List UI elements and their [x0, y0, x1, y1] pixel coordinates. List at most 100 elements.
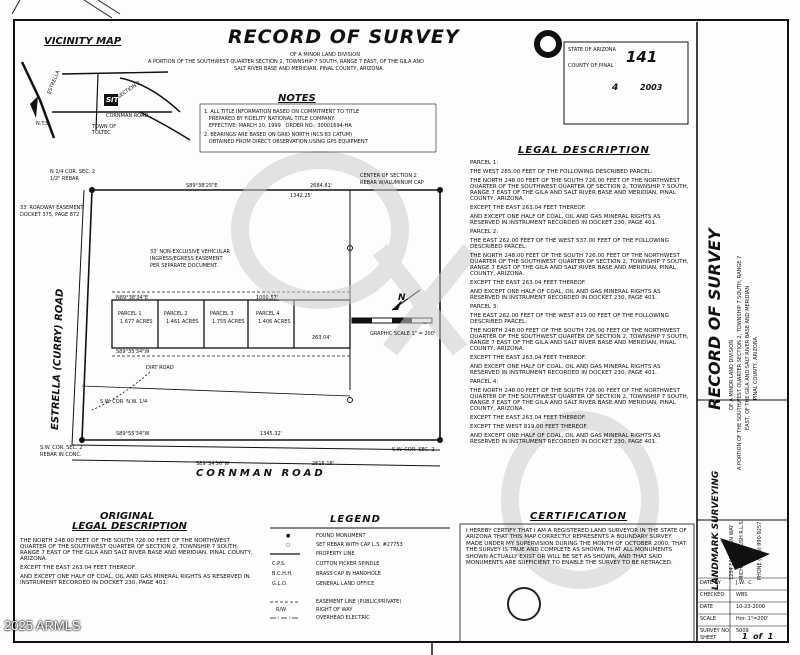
bearing-north: S89°38'25"E [186, 183, 218, 189]
sw-corner-nw-label: S.W. COR. N.W. 1/4 [100, 399, 148, 405]
recorder-mark: 141 [626, 48, 658, 66]
easement-label-2c: PER SEPARATE DOCUMENT. [150, 263, 218, 269]
center-cap-label: REBAR W/ALUMINUM CAP [360, 180, 424, 186]
tb-row-2-key: CHECKED [700, 592, 725, 598]
recorder-state: STATE OF ARIZONA [568, 47, 616, 53]
distance-south-half: 1345.32' [260, 431, 283, 437]
note-line-4: 2. BEARINGS ARE BASED ON GRID NORTH (NCS… [204, 132, 353, 138]
company-logo-icon [720, 538, 770, 570]
legend-sym-1: ● [286, 533, 291, 539]
distance-north-half: 1342.25' [290, 193, 313, 199]
tb-row-4-val: Hor. 1"=200' [736, 616, 769, 622]
legend-item-7: EASEMENT LINE (PUBLIC/PRIVATE) [316, 599, 402, 605]
subtitle-line-1: OF A MINOR LAND DIVISION [290, 52, 360, 58]
legal-p3: THE NORTH 248.00 FEET OF THE SOUTH 726.0… [470, 178, 689, 202]
vicinity-title: VICINITY MAP [44, 36, 122, 47]
vicinity-map [20, 61, 191, 141]
legend-item-4: COTTON PICKER SPINDLE [316, 561, 380, 567]
vicinity-town-label: TOWN OF [92, 124, 117, 130]
company-address: 1234 EAST GRAN WAY [729, 524, 735, 580]
legend-sym-2: ○ [286, 542, 291, 548]
title-block-title: RECORD OF SURVEY [705, 228, 724, 410]
tb-row-2-val: WBS [736, 592, 748, 598]
subtitle-line-2: A PORTION OF THE SOUTHWEST QUARTER SECTI… [148, 59, 424, 65]
bearing-south: S89°34'56"W [196, 461, 230, 467]
vicinity-toltec-label: TOLTEC [92, 130, 111, 136]
legend-sym-4: C.P.S. [272, 561, 286, 567]
title-block-sub2: A PORTION OF THE SOUTHWEST QUARTER SECTI… [737, 255, 743, 470]
parcel-4-acres: 1.406 ACRES [258, 319, 291, 325]
tb-row-5-key: SURVEY NO. [700, 628, 731, 634]
legend-item-1: FOUND MONUMENT [316, 533, 366, 539]
legal-p9: EXCEPT THE EAST 263.04 FEET THEREOF. [470, 280, 586, 286]
legal-p17: THE NORTH 248.00 FEET OF THE SOUTH 726.0… [470, 388, 689, 412]
note-line-2: PREPARED BY FIDELITY NATIONAL TITLE COMP… [204, 116, 335, 122]
nw-corner-label: N 1/4 COR. SEC. 2 [50, 169, 96, 175]
legal-p15: AND EXCEPT ONE HALF OF COAL, OIL AND GAS… [470, 364, 661, 376]
legend-sym-6: G.L.O. [272, 581, 288, 587]
legal-p16: PARCEL 4: [470, 379, 499, 385]
plat-drawing [71, 187, 443, 467]
vicinity-site-label: SITE [106, 96, 124, 104]
bearing-parcel-bottom: S89°35'34"W [116, 349, 150, 355]
parcel-2-acres: 1.461 ACRES [166, 319, 199, 325]
tb-row-3-val: 10-23-2000 [736, 604, 766, 610]
legend-title: LEGEND [330, 514, 381, 525]
legal-p2: THE WEST 285.00 FEET OF THE FOLLOWING DE… [470, 169, 653, 175]
company-name: LANDMARK SURVEYING [711, 470, 721, 590]
legal-p20: AND EXCEPT ONE HALF OF COAL, OIL AND GAS… [470, 433, 661, 445]
center-label: CENTER OF SECTION 2 [360, 173, 417, 179]
sw-rebar-label: REBAR IN CONC. [40, 452, 82, 458]
legal-p12: THE EAST 262.00 FEET OF THE WEST 819.00 … [470, 313, 669, 325]
tb-row-6-key: SHEET [700, 635, 717, 641]
original-legal-description: THE NORTH 248.00 FEET OF THE SOUTH 726.0… [20, 538, 256, 589]
distance-east-exception: 263.04' [312, 335, 331, 341]
legal-p8: THE NORTH 248.00 FEET OF THE SOUTH 726.0… [470, 253, 689, 277]
sw-corner-label: S.W. COR. SEC. 2 [40, 445, 83, 451]
vicinity-nts-label: N.T.S. [36, 121, 51, 127]
certification-title: CERTIFICATION [530, 511, 628, 522]
graphic-scale-label: GRAPHIC SCALE 1" = 200' [370, 331, 436, 337]
recorder-year: 2003 [640, 83, 663, 92]
nw-rebar-label: 1/2" REBAR [50, 176, 79, 182]
parcel-1-label: PARCEL 1 [118, 311, 142, 317]
legal-p10: AND EXCEPT ONE HALF OF COAL, OIL AND GAS… [470, 289, 661, 301]
original-legal-p2: EXCEPT THE EAST 263.04 FEET THEREOF. [20, 565, 136, 571]
parcel-4-label: PARCEL 4 [256, 311, 280, 317]
easement-label-1b: DOCKET 375, PAGE 872 [20, 212, 80, 218]
notes-title: NOTES [278, 93, 316, 104]
legend-sym-5: B.C.H.H. [272, 571, 293, 577]
title-block-sub: OF A MINOR LAND DIVISION [729, 340, 735, 410]
parcel-2-label: PARCEL 2 [164, 311, 188, 317]
tb-row-1-val: J.W. C [736, 580, 752, 586]
north-arrow-label: N [398, 293, 406, 303]
legend-item-5: BRASS CAP IN HANDHOLE [316, 571, 381, 577]
tb-row-3-key: DATE [700, 604, 714, 610]
legal-title: LEGAL DESCRIPTION [518, 145, 650, 156]
note-line-1: 1. ALL TITLE INFORMATION BASED ON COMMIT… [204, 109, 360, 115]
se-corner-label: S.W. COR. SEC. 2 [392, 447, 435, 453]
legal-p14: EXCEPT THE EAST 263.04 FEET THEREOF. [470, 355, 586, 361]
distance-parcel-4: 1000.57' [256, 295, 279, 301]
parcel-3-acres: 1.755 ACRES [212, 319, 245, 325]
certification-box [459, 523, 695, 643]
legend-sym-8: R/W [276, 607, 287, 613]
recorder-box [563, 41, 689, 125]
legal-p18: EXCEPT THE EAST 263.04 FEET THEREOF. [470, 415, 586, 421]
dirt-road-label: DIRT ROAD [146, 365, 174, 371]
legal-p19: EXCEPT THE WEST 819.00 FEET THEREOF. [470, 424, 588, 430]
original-legal-title-1: ORIGINAL [100, 511, 155, 522]
note-line-3: EFFECTIVE: MARCH 20, 1999 ORDER NO.: 300… [204, 123, 352, 129]
watermark-text: 2025 ARMLS [4, 618, 81, 633]
original-legal-title-2: LEGAL DESCRIPTION [72, 521, 187, 532]
certification-text: I HEREBY CERTIFY THAT I AM A REGISTERED … [466, 528, 687, 567]
legend-item-2: SET REBAR WITH CAP L.S. #27753 [316, 542, 403, 548]
company-phone: PHONE (480) 990-9257 [757, 521, 763, 580]
legal-p7: THE EAST 262.00 FEET OF THE WEST 537.00 … [470, 238, 669, 250]
bearing-south-inner: S89°55'34"W [116, 431, 150, 437]
legal-p11: PARCEL 3: [470, 304, 499, 310]
title-block-sub3: EAST, OF THE GILA AND SALT RIVER BASE AN… [745, 285, 751, 430]
tb-row-4-key: SCALE [700, 616, 717, 622]
